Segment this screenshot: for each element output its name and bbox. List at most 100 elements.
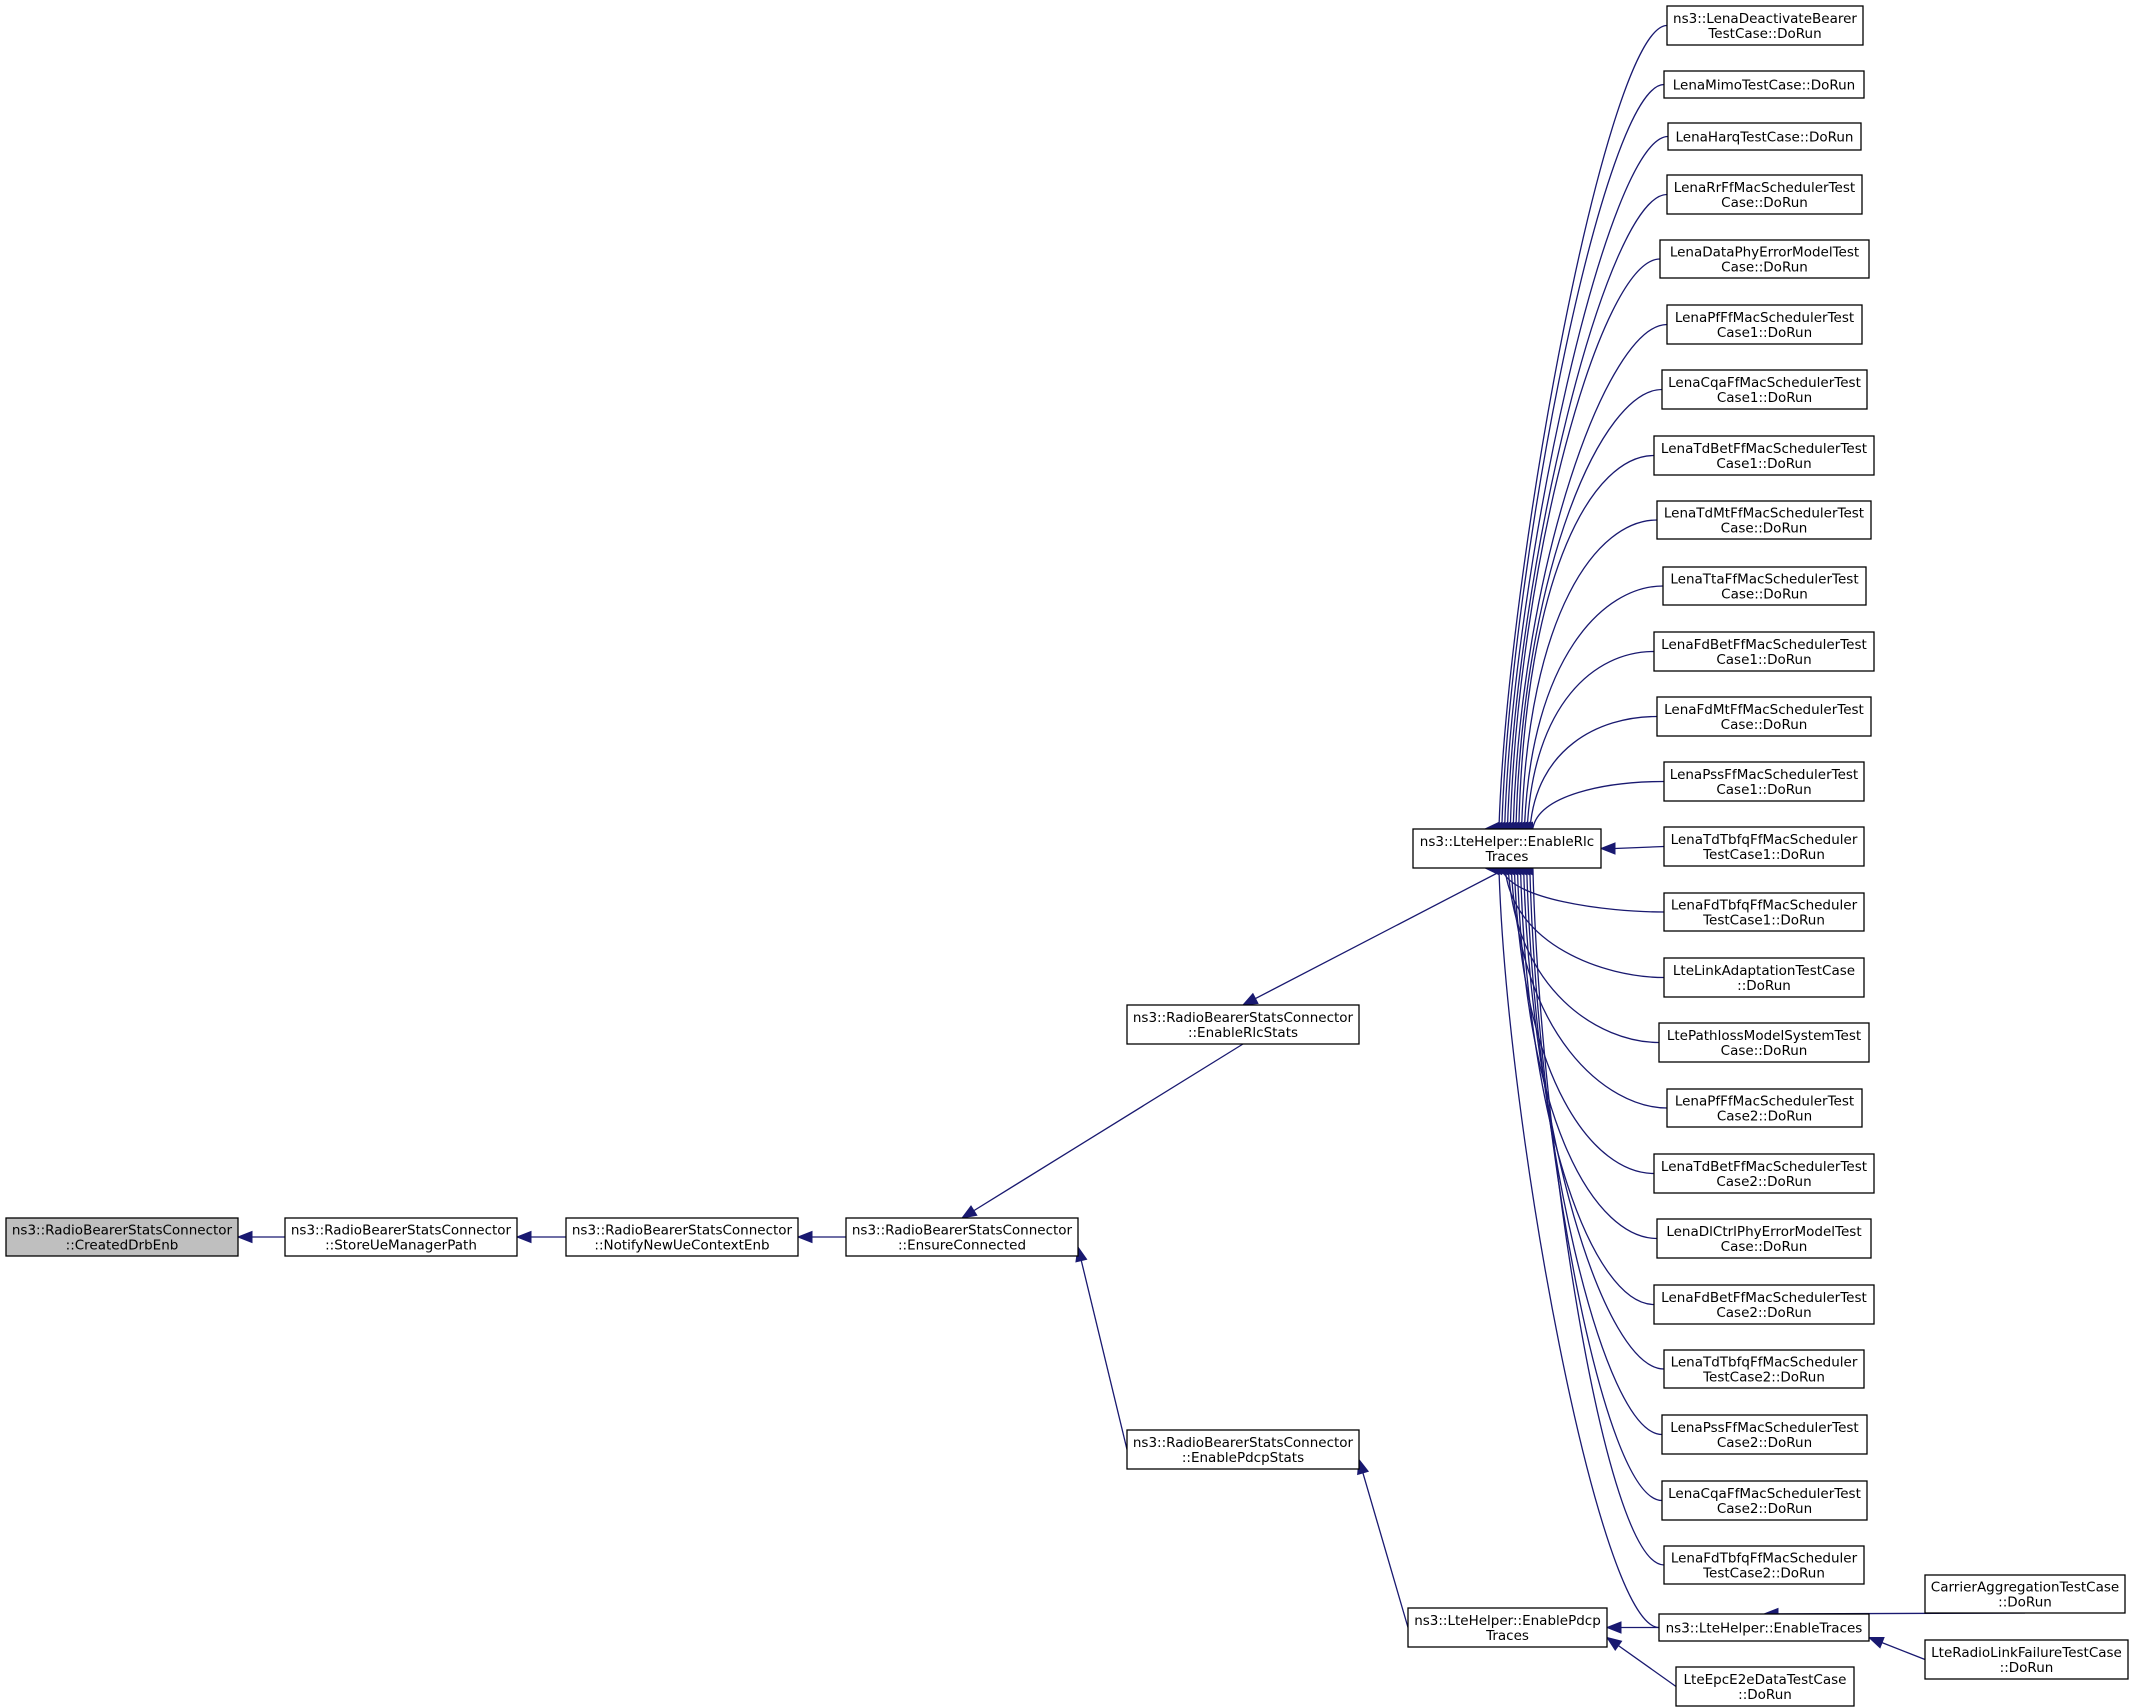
edge-lena-td-bet-ff-2-to-lte-helper-enable-rlc-traces — [1513, 869, 1655, 1175]
node-label-line: Case::DoRun — [1721, 717, 1808, 733]
node-box — [1653, 435, 1875, 476]
node-lte-radio-link-failure-test[interactable]: LteRadioLinkFailureTestCase::DoRun — [1924, 1639, 2129, 1680]
node-store-ue-manager-path[interactable]: ns3::RadioBearerStatsConnector::StoreUeM… — [284, 1217, 518, 1257]
node-label-line: ns3::RadioBearerStatsConnector — [572, 1223, 793, 1239]
node-label-line: Case1::DoRun — [1716, 652, 1811, 668]
node-label-line: ns3::LteHelper::EnablePdcp — [1414, 1613, 1601, 1629]
node-created-drb-enb[interactable]: ns3::RadioBearerStatsConnector::CreatedD… — [5, 1217, 239, 1257]
node-box — [1126, 1429, 1360, 1470]
node-label-line: ns3::RadioBearerStatsConnector — [852, 1223, 1073, 1239]
node-box — [5, 1217, 239, 1257]
node-box — [1658, 1022, 1870, 1063]
node-label-line: LenaPfFfMacSchedulerTest — [1675, 1094, 1854, 1110]
edge-lte-radio-link-failure-test-to-lte-helper-enable-traces-arrowhead — [1867, 1637, 1885, 1649]
node-notify-new-ue-context-enb[interactable]: ns3::RadioBearerStatsConnector::NotifyNe… — [565, 1217, 799, 1257]
node-label-line: Case::DoRun — [1721, 1239, 1808, 1255]
node-label-line: LenaTdTbfqFfMacScheduler — [1671, 1355, 1858, 1371]
node-box — [1663, 761, 1865, 802]
edge-lena-fd-bet-ff-1-to-lte-helper-enable-rlc-traces — [1526, 650, 1655, 828]
node-box — [845, 1217, 1079, 1257]
edge-lena-mimo-to-lte-helper-enable-rlc-traces — [1501, 83, 1665, 829]
node-box — [1667, 122, 1862, 151]
edge-lena-fd-bet-ff-2-to-lte-helper-enable-rlc-traces — [1519, 869, 1655, 1306]
node-label-line: TestCase2::DoRun — [1702, 1370, 1825, 1386]
node-ensure-connected[interactable]: ns3::RadioBearerStatsConnector::EnsureCo… — [845, 1217, 1079, 1257]
node-label-line: Case::DoRun — [1721, 587, 1808, 603]
node-label-line: LteLinkAdaptationTestCase — [1673, 963, 1855, 979]
node-enable-rlc-stats[interactable]: ns3::RadioBearerStatsConnector::EnableRl… — [1126, 1004, 1360, 1045]
edge-lte-helper-enable-traces-to-lte-helper-enable-rlc-traces — [1498, 868, 1660, 1629]
edge-lte-helper-enable-rlc-traces-to-enable-rlc-stats — [1255, 867, 1508, 1000]
node-label-line: TestCase1::DoRun — [1702, 913, 1825, 929]
node-box — [1656, 1218, 1872, 1259]
node-lte-helper-enable-traces[interactable]: ns3::LteHelper::EnableTraces — [1658, 1613, 1870, 1642]
node-box — [1663, 826, 1865, 867]
node-lena-harq[interactable]: LenaHarqTestCase::DoRun — [1667, 122, 1862, 151]
edge-lte-radio-link-failure-test-to-lte-helper-enable-traces — [1881, 1642, 1926, 1661]
edge-enable-rlc-stats-to-ensure-connected-arrowhead — [960, 1205, 978, 1219]
node-box — [1663, 70, 1865, 99]
edge-enable-pdcp-stats-to-ensure-connected — [1080, 1260, 1128, 1450]
edge-lena-rr-ff-to-lte-helper-enable-rlc-traces — [1506, 193, 1668, 829]
node-label-line: ns3::LteHelper::EnableRlc — [1420, 834, 1594, 850]
node-layer: ns3::RadioBearerStatsConnector::CreatedD… — [5, 5, 2129, 1707]
node-label-line: LenaDlCtrlPhyErrorModelTest — [1666, 1224, 1861, 1240]
node-box — [1656, 500, 1872, 540]
node-label-line: ::CreatedDrbEnb — [66, 1238, 179, 1254]
edge-lena-td-mt-ff-to-lte-helper-enable-rlc-traces — [1520, 519, 1658, 828]
edge-lena-cqa-ff-2-to-lte-helper-enable-rlc-traces — [1529, 869, 1663, 1502]
node-label-line: LenaPssFfMacSchedulerTest — [1670, 1420, 1858, 1436]
node-label-line: LenaMimoTestCase::DoRun — [1673, 78, 1856, 94]
node-box — [1675, 1666, 1855, 1707]
node-label-line: Case::DoRun — [1721, 195, 1808, 211]
node-box — [1653, 1153, 1875, 1194]
node-lena-mimo[interactable]: LenaMimoTestCase::DoRun — [1663, 70, 1865, 99]
node-carrier-aggregation-test[interactable]: CarrierAggregationTestCase::DoRun — [1924, 1574, 2126, 1614]
edge-lena-cqa-ff-1-to-lte-helper-enable-rlc-traces — [1515, 388, 1663, 828]
node-label-line: LenaCqaFfMacSchedulerTest — [1668, 1486, 1861, 1502]
node-enable-pdcp-stats[interactable]: ns3::RadioBearerStatsConnector::EnablePd… — [1126, 1429, 1360, 1470]
node-box — [1653, 1284, 1875, 1325]
node-label-line: ::NotifyNewUeContextEnb — [594, 1238, 769, 1254]
node-box — [1924, 1574, 2126, 1614]
node-label-line: ::EnablePdcpStats — [1182, 1450, 1304, 1466]
node-lte-epc-e2e-data-test[interactable]: LteEpcE2eDataTestCase::DoRun — [1675, 1666, 1855, 1707]
node-lte-link-adaptation[interactable]: LteLinkAdaptationTestCase::DoRun — [1663, 957, 1865, 998]
node-label-line: LenaTdBetFfMacSchedulerTest — [1661, 1159, 1867, 1175]
node-label-line: ::DoRun — [1737, 978, 1791, 994]
node-label-line: Case1::DoRun — [1716, 456, 1811, 472]
node-label-line: ns3::RadioBearerStatsConnector — [1133, 1010, 1354, 1026]
node-box — [1126, 1004, 1360, 1045]
node-label-line: LenaFdMtFfMacSchedulerTest — [1664, 702, 1864, 718]
node-label-line: ::DoRun — [1998, 1595, 2052, 1611]
node-box — [1666, 5, 1864, 46]
edge-lena-pss-ff-2-to-lte-helper-enable-rlc-traces — [1526, 869, 1663, 1436]
edge-lena-td-tbfq-ff-1-to-lte-helper-enable-rlc-traces-arrowhead — [1599, 842, 1616, 855]
